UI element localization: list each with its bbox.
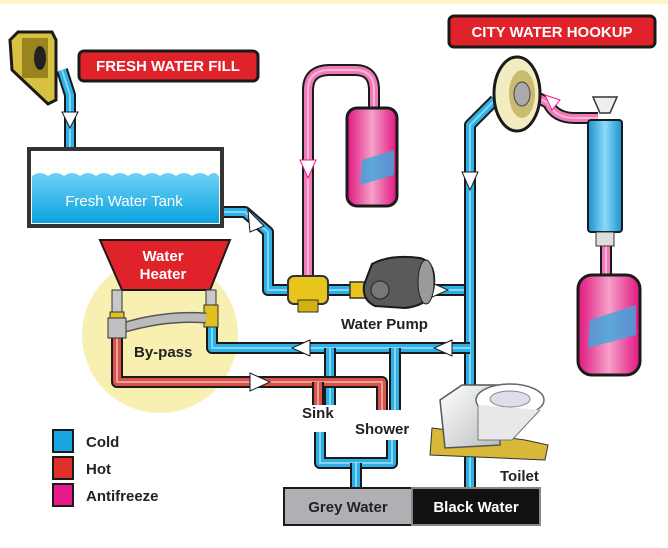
arrow-down-icon	[461, 171, 479, 192]
legend-swatch	[52, 456, 74, 480]
arrow-left-icon	[290, 339, 311, 357]
antifreeze-pipe-pump	[304, 66, 378, 280]
city-water-hookup-label: CITY WATER HOOKUP	[471, 24, 632, 41]
water-filter	[587, 96, 623, 247]
water-pump	[349, 255, 436, 310]
grey-water-label: Grey Water	[308, 499, 388, 516]
pipe-highlight	[220, 211, 470, 291]
arrow-left-icon	[544, 94, 561, 111]
bypass-label: By-pass	[134, 344, 192, 361]
legend-item-hot: Hot	[52, 456, 111, 480]
shower-label: Shower	[355, 421, 409, 438]
fill-pipe	[58, 68, 74, 160]
antifreeze-bottle	[576, 273, 642, 377]
pipe-highlight	[534, 95, 598, 119]
legend-swatch	[52, 429, 74, 453]
arrow-down-icon	[61, 111, 79, 130]
pipe-highlight	[307, 69, 375, 280]
arrow-down-icon	[247, 208, 265, 233]
legend-label: Hot	[86, 461, 111, 478]
fresh-water-fill-label: FRESH WATER FILL	[96, 58, 240, 75]
legend-item-cold: Cold	[52, 429, 119, 453]
pipe-highlight	[61, 69, 71, 160]
tank-outlet-pipe	[220, 208, 470, 294]
legend-label: Antifreeze	[86, 488, 159, 505]
legend-item-antifreeze: Antifreeze	[52, 483, 159, 507]
top-strip	[0, 0, 668, 4]
black-water-tank: Black Water	[411, 487, 541, 526]
bypass-valve	[287, 275, 329, 313]
city-water-inlet	[492, 55, 542, 133]
fresh-water-tank: Fresh Water Tank	[27, 147, 224, 228]
sink-label: Sink	[302, 405, 334, 422]
antifreeze-pipe-hookup	[533, 92, 598, 122]
pipe-highlight	[469, 99, 496, 492]
black-water-label: Black Water	[433, 499, 518, 516]
legend-swatch	[52, 483, 74, 507]
toilet	[429, 383, 549, 461]
antifreeze-bottle	[345, 106, 399, 208]
arrow-down-icon	[299, 159, 317, 180]
fresh-water-fill-inlet	[8, 30, 58, 106]
water-pump-label: Water Pump	[341, 316, 428, 333]
water-heater-label-2: Heater	[140, 266, 187, 283]
toilet-label: Toilet	[500, 468, 539, 485]
water-heater: Water Heater	[98, 239, 232, 339]
water-heater-label-1: Water	[142, 248, 183, 265]
city-water-hookup-tag: CITY WATER HOOKUP	[447, 14, 657, 49]
arrow-left-icon	[432, 339, 453, 357]
legend: Cold Hot Antifreeze	[52, 429, 159, 507]
arrow-right-icon	[249, 372, 272, 392]
fresh-water-tank-label: Fresh Water Tank	[65, 193, 183, 210]
grey-water-tank: Grey Water	[283, 487, 413, 526]
main-cold-riser	[466, 97, 498, 492]
fresh-water-fill-tag: FRESH WATER FILL	[77, 49, 260, 83]
legend-label: Cold	[86, 434, 119, 451]
